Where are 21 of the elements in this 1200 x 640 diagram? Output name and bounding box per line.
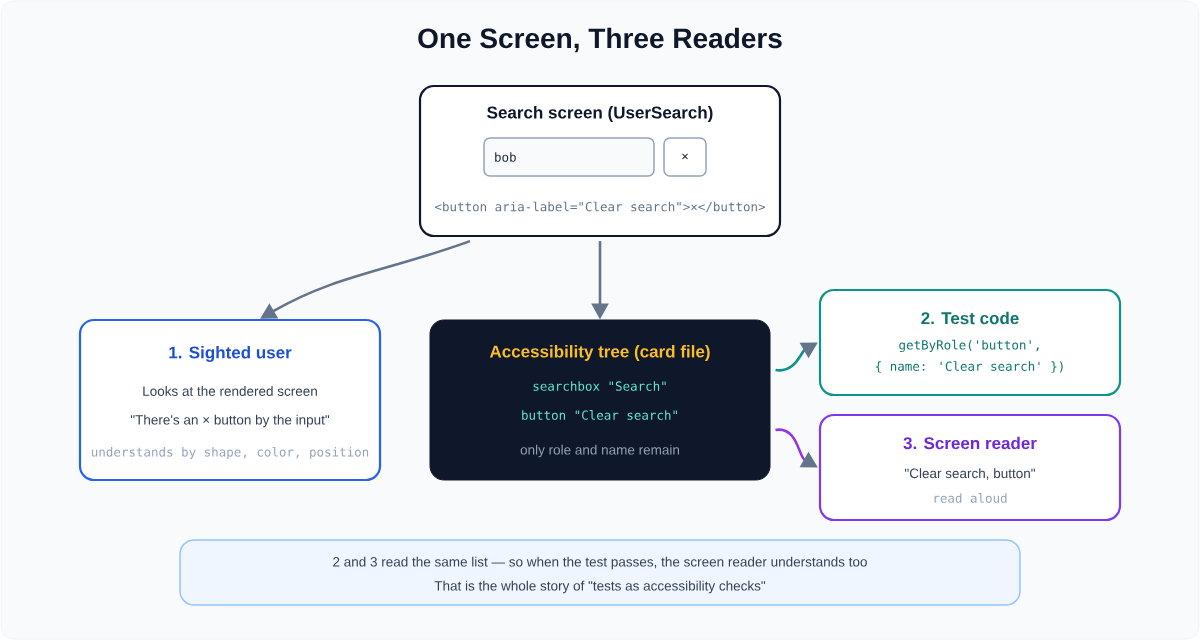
note-text: That is the whole story of "tests as accessibility checks" (434, 580, 766, 594)
code-text: button "Clear search" (522, 410, 677, 420)
body-text: Looks at the rendered screen (143, 386, 317, 396)
caption-text: only role and name remain (520, 444, 679, 458)
code-text: { name: 'Clear search' }) (876, 361, 1063, 373)
body-text: "There's an × button by the input" (130, 414, 330, 428)
note-text: 2 and 3 read the same list — so when the test passes, the screen reader understands too (333, 556, 867, 570)
caption-text: understands by shape, color, position (92, 446, 369, 460)
card-heading: 2. Test code (921, 311, 1019, 325)
code-text: searchbox "Search" (533, 381, 666, 391)
code-text: getByRole('button', (899, 339, 1039, 353)
card-heading: 3. Screen reader (903, 436, 1037, 450)
caption-text: read aloud (934, 493, 1007, 503)
input-field: bob (483, 137, 655, 177)
body-text: "Clear search, button" (905, 468, 1035, 480)
card-heading: 1. Sighted user (169, 346, 292, 362)
card-heading: Search screen (UserSearch) (487, 106, 713, 122)
clear-button: × (663, 137, 707, 177)
diagram-title: One Screen, Three Readers (418, 27, 782, 53)
card-heading: Accessibility tree (card file) (489, 345, 710, 361)
code-text: <button aria-label="Clear search">×</button> (435, 201, 765, 213)
